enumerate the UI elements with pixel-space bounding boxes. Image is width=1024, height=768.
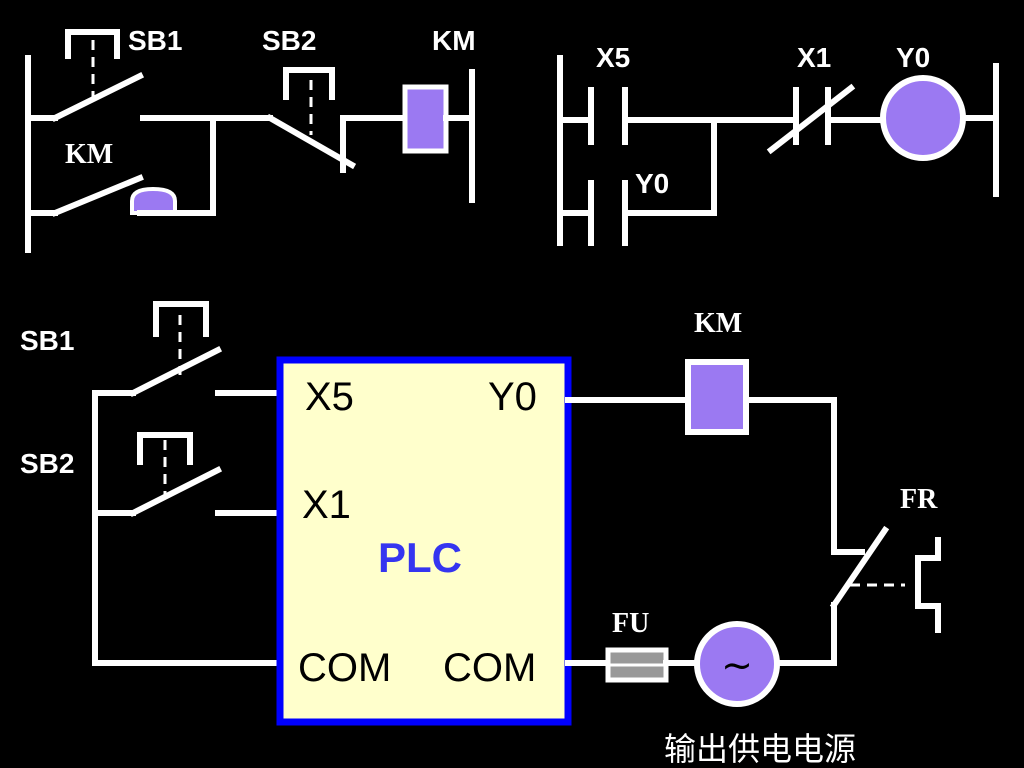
fr-thermal-relay xyxy=(829,525,941,633)
plc-x1-terminal: X1 xyxy=(302,483,351,527)
sb2-pushbutton xyxy=(265,67,357,173)
fu-label: FU xyxy=(612,608,649,639)
y0-coil xyxy=(880,75,966,161)
ladder-diagram: X5 X1 Y0 Y0 xyxy=(557,42,999,246)
plc-com-left: COM xyxy=(298,646,391,690)
sb1-label: SB1 xyxy=(20,325,74,356)
sb1-label: SB1 xyxy=(128,25,182,56)
plc-x5-terminal: X5 xyxy=(305,375,354,419)
km-contact-label: KM xyxy=(65,139,113,170)
sb1-pushbutton xyxy=(50,29,145,123)
sb2-pushbutton xyxy=(128,432,283,518)
plc-title: PLC xyxy=(378,534,462,581)
power-supply-caption: 输出供电电源 xyxy=(664,730,856,768)
km-coil-label: KM xyxy=(432,25,476,56)
plc-com-right: COM xyxy=(443,646,536,690)
sb2-label: SB2 xyxy=(20,448,74,479)
km-coil xyxy=(685,359,749,435)
plc-module xyxy=(276,356,572,726)
y0-coil-label: Y0 xyxy=(896,42,930,73)
sb2-label: SB2 xyxy=(262,25,316,56)
km-label: KM xyxy=(694,308,742,339)
y0-contact-label: Y0 xyxy=(635,168,669,199)
ac-symbol: ~ xyxy=(721,643,753,687)
km-holding-contact xyxy=(51,174,177,217)
x1-label: X1 xyxy=(797,42,831,73)
plc-y0-terminal: Y0 xyxy=(488,375,537,419)
km-coil xyxy=(402,84,449,154)
relay-control-circuit: SB1 SB2 KM KM xyxy=(25,25,476,253)
plc-external-wiring: X5 Y0 X1 PLC COM COM ~ SB1 SB2 KM FR FU xyxy=(20,301,941,768)
sb1-pushbutton xyxy=(128,301,283,398)
x5-label: X5 xyxy=(596,42,630,73)
fr-label: FR xyxy=(900,484,938,515)
